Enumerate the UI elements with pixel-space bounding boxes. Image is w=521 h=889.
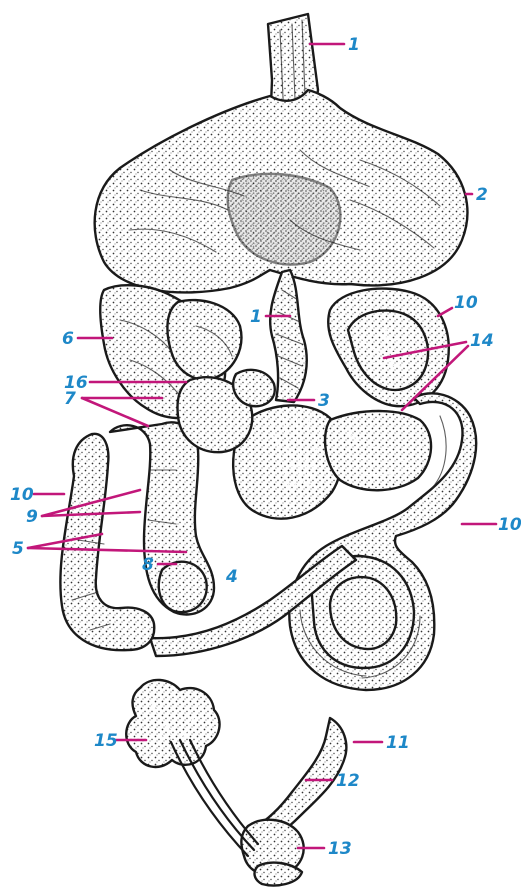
label-10-left: 10	[10, 485, 34, 505]
intestine-upper-right-loop	[328, 289, 449, 407]
gland-with-ducts	[126, 680, 258, 856]
label-14: 14	[470, 331, 494, 351]
label-12: 12	[336, 771, 360, 791]
label-2: 2	[476, 185, 488, 205]
label-10-top: 10	[454, 293, 478, 313]
label-9: 9	[26, 507, 38, 527]
label-5: 5	[12, 539, 24, 559]
rectum	[241, 718, 346, 886]
label-13: 13	[328, 839, 352, 859]
label-10-right: 10	[498, 515, 521, 535]
leader-10-top	[438, 308, 452, 316]
label-15: 15	[94, 731, 118, 751]
label-7: 7	[64, 389, 76, 409]
mesentery-fan	[233, 405, 431, 518]
label-1-mid: 1	[250, 307, 262, 327]
label-1-top: 1	[348, 35, 360, 55]
label-11: 11	[386, 733, 410, 753]
label-8: 8	[142, 555, 154, 575]
esophagus-lower	[270, 270, 307, 402]
label-4: 4	[225, 567, 238, 587]
label-3: 3	[318, 391, 330, 411]
stomach	[95, 90, 468, 292]
label-6: 6	[62, 329, 74, 349]
